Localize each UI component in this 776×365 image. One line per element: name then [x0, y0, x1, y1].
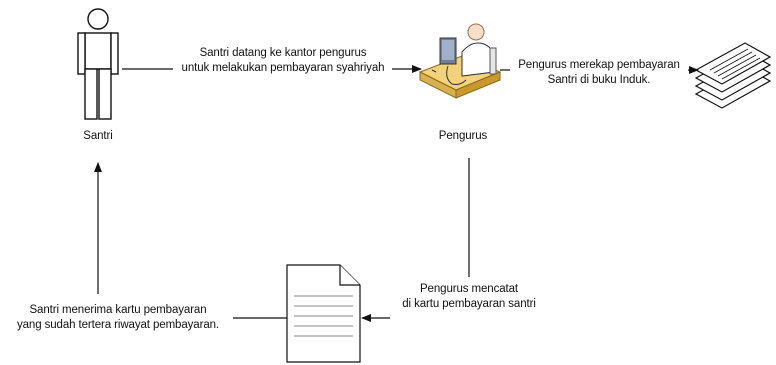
flow-label-line: Santri di buku Induk. — [547, 74, 651, 86]
connectors — [94, 65, 699, 322]
flow-label-line: Pengurus merekap pembayaran — [518, 59, 680, 71]
flow-label-line: di kartu pembayaran santri — [402, 298, 536, 310]
flow-label-line: Santri datang ke kantor pengurus — [199, 47, 367, 59]
actor-label-pengurus: Pengurus — [438, 130, 488, 142]
flow-label-kartu-to-santri: Santri menerima kartu pembayaran yang su… — [0, 303, 236, 333]
flow-label-pengurus-to-buku: Pengurus merekap pembayaran Santri di bu… — [508, 58, 690, 88]
actor-label-santri: Santri — [83, 130, 113, 142]
flow-label-line: Santri menerima kartu pembayaran — [29, 304, 207, 316]
flow-label-line: yang sudah tertera riwayat pembayaran. — [16, 319, 220, 331]
flow-label-santri-to-pengurus: Santri datang ke kantor pengurus untuk m… — [168, 46, 398, 76]
person-icon — [77, 8, 119, 120]
flow-label-line: Pengurus mencatat — [419, 283, 519, 295]
flow-label-pengurus-to-kartu: Pengurus mencatat di kartu pembayaran sa… — [384, 282, 554, 312]
clerk-at-desk-icon — [418, 23, 502, 99]
document-icon — [286, 264, 361, 363]
flow-label-line: untuk melakukan pembayaran syahriyah — [181, 62, 385, 74]
stacked-documents-icon — [694, 42, 772, 109]
